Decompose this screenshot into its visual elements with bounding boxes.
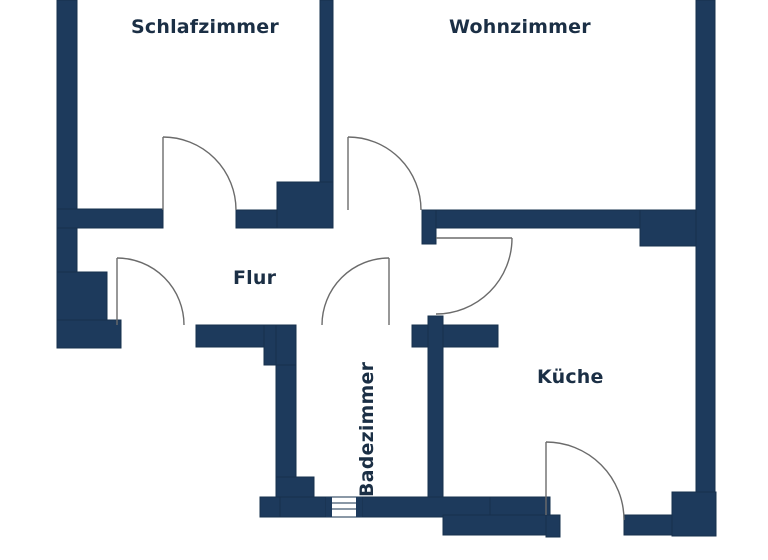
door-kueche-top-arc bbox=[435, 237, 513, 315]
door-kueche-top bbox=[435, 237, 513, 315]
wall-wohnzimmer-bottom bbox=[421, 209, 641, 229]
wall-kueche-top-pier bbox=[639, 209, 697, 247]
wall-bath-bottom-stub bbox=[259, 496, 281, 518]
doors-group bbox=[116, 136, 625, 521]
wall-kueche-bottom-stub bbox=[545, 514, 561, 538]
room-label-kueche: Küche bbox=[537, 366, 604, 388]
door-schlafzimmer bbox=[162, 136, 237, 211]
window-jamb-left bbox=[326, 497, 332, 517]
door-flur-right bbox=[321, 257, 390, 326]
door-flur-left bbox=[116, 257, 185, 326]
wall-wohnzimmer-bottom-jamb bbox=[421, 209, 437, 245]
door-wohnzimmer bbox=[347, 136, 422, 211]
door-wohnzimmer-arc bbox=[347, 136, 422, 211]
wall-middle-vertical bbox=[319, 0, 334, 183]
door-kueche-bottom-arc bbox=[545, 441, 625, 521]
walls-group bbox=[56, 0, 717, 538]
door-flur-left-arc bbox=[116, 257, 185, 326]
wall-bath-bottom-right bbox=[361, 496, 499, 518]
window-badezimmer-bottom bbox=[325, 496, 363, 518]
wall-kueche-bottom-pier bbox=[671, 491, 717, 537]
wall-right-outer bbox=[695, 0, 716, 516]
room-label-badezimmer: Badezimmer bbox=[356, 361, 378, 497]
wall-bath-right bbox=[427, 315, 444, 517]
window-jamb-right bbox=[356, 497, 362, 517]
wall-flur-jamb-drop bbox=[275, 324, 297, 366]
room-label-schlafzimmer: Schlafzimmer bbox=[131, 16, 279, 38]
wall-schlafzimmer-bottom-left bbox=[56, 208, 164, 229]
wall-middle-pier bbox=[276, 181, 334, 229]
door-kueche-bottom bbox=[545, 441, 625, 521]
wall-kueche-bottom-left bbox=[442, 514, 547, 536]
wall-bath-left bbox=[275, 346, 297, 490]
wall-left-step-foot bbox=[56, 319, 122, 349]
door-schlafzimmer-arc bbox=[162, 136, 237, 211]
wall-flur-bottom-right bbox=[411, 324, 499, 348]
wall-left-outer-upper bbox=[56, 0, 78, 218]
wall-bottom-outer-right bbox=[489, 496, 551, 518]
door-flur-right-arc bbox=[321, 257, 390, 326]
wall-bath-bottom-left bbox=[275, 496, 327, 518]
room-label-flur: Flur bbox=[233, 267, 277, 289]
room-label-wohnzimmer: Wohnzimmer bbox=[449, 16, 591, 38]
